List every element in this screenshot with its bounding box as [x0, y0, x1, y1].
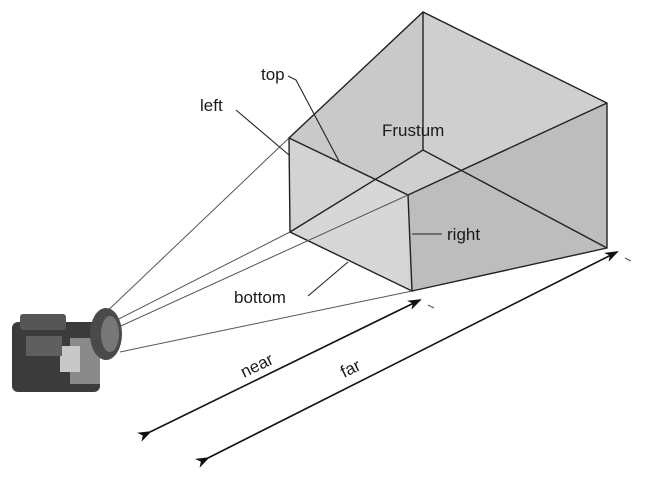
far-arrow	[195, 251, 619, 468]
bottom-leader	[307, 261, 349, 297]
label-frustum: Frustum	[382, 121, 444, 140]
frustum-top-right-edge	[407, 102, 608, 196]
label-top: top	[261, 65, 285, 84]
label-far: far	[337, 356, 363, 382]
view-ray-bottom-left	[104, 231, 291, 327]
label-bottom: bottom	[234, 288, 286, 307]
top-leader	[287, 75, 341, 164]
view-ray-top-left	[99, 137, 290, 319]
camera-icon	[12, 308, 122, 392]
near-arrow	[137, 299, 422, 442]
left-leader	[235, 109, 290, 156]
near-tick	[427, 304, 435, 309]
label-left: left	[200, 96, 223, 115]
frustum-right-face	[408, 103, 607, 291]
far-tick	[624, 257, 632, 262]
frustum-hidden-edge	[289, 149, 608, 249]
label-near: near	[237, 349, 276, 381]
label-right: right	[447, 225, 480, 244]
